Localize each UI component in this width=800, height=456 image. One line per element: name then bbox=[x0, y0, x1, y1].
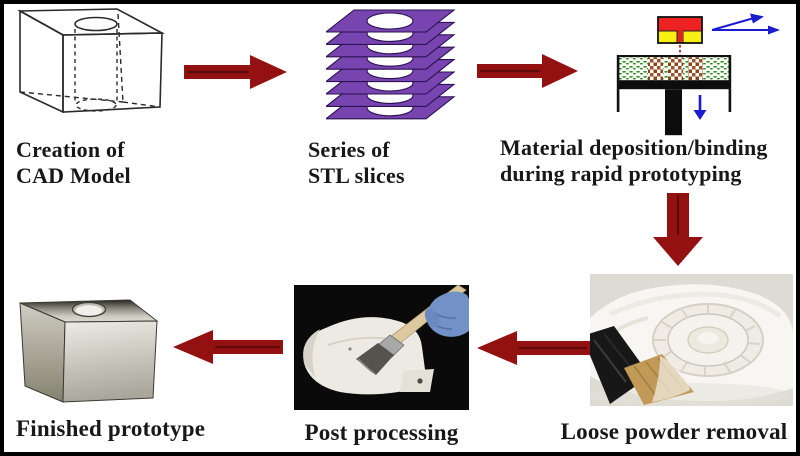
label-material-deposition: Material deposition/binding during rapid… bbox=[500, 135, 768, 187]
print-head-icon bbox=[657, 16, 703, 44]
brush-icon bbox=[590, 326, 694, 405]
finished-prototype-icon bbox=[19, 299, 159, 403]
stl-slices-icon bbox=[326, 9, 456, 120]
label-finished-prototype: Finished prototype bbox=[16, 416, 206, 441]
label-post-processing: Post processing bbox=[304, 420, 459, 445]
brush-head-icon bbox=[356, 334, 405, 375]
build-platform bbox=[618, 80, 730, 90]
piston-stem bbox=[665, 89, 682, 136]
platform-motion-arrow-icon bbox=[693, 95, 707, 120]
cylinder-hole bbox=[71, 301, 107, 318]
label-loose-powder-removal: Loose powder removal bbox=[560, 419, 788, 444]
bound-part-column bbox=[648, 57, 663, 81]
gloved-hand-icon bbox=[424, 291, 469, 337]
printer-schematic bbox=[616, 13, 780, 136]
flow-arrow-left-1 bbox=[477, 331, 590, 365]
powder-bed bbox=[616, 55, 732, 136]
flow-arrow-down bbox=[653, 193, 703, 266]
flow-arrow-right-2 bbox=[477, 54, 578, 88]
head-motion-arrows-icon bbox=[711, 13, 780, 35]
flow-arrow-left-2 bbox=[173, 330, 283, 364]
cylinder-hidden-edges bbox=[74, 29, 118, 112]
bound-part-column bbox=[688, 57, 703, 81]
flow-arrow-right-1 bbox=[184, 55, 287, 89]
label-cad-model: Creation of CAD Model bbox=[16, 137, 131, 189]
post-processing-photo bbox=[294, 285, 469, 410]
powder-removal-photo bbox=[590, 274, 793, 406]
label-stl-slices: Series of STL slices bbox=[308, 137, 405, 189]
cylinder-top-edge bbox=[74, 16, 118, 32]
part-cavity-ring bbox=[652, 303, 764, 377]
bound-part-column bbox=[668, 57, 683, 81]
cad-model-icon bbox=[17, 8, 166, 114]
